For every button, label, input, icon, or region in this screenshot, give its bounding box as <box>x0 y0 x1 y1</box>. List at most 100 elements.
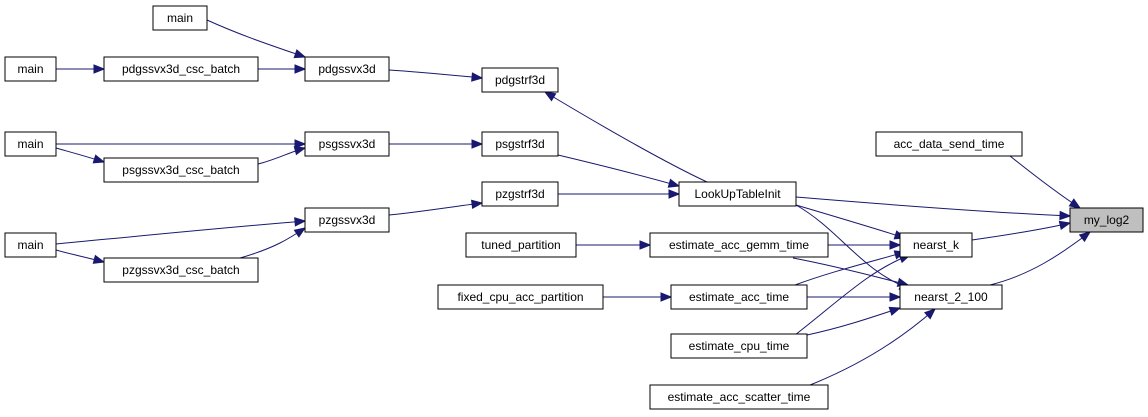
edge-psgssvx3d-node-to-psgstrf3d-node <box>389 139 484 149</box>
node-label: main <box>17 137 43 151</box>
node-label: pdgssvx3d <box>318 62 375 76</box>
edge-nearst-2-100-node-to-my-log2-node <box>989 231 1092 286</box>
edge-main-node-4-to-pzgssvx3d-csc-batch-node <box>55 249 106 264</box>
pdgssvx3d-csc-batch-node[interactable]: pdgssvx3d_csc_batch <box>103 56 259 82</box>
edge-line <box>388 69 483 79</box>
node-box <box>481 131 559 157</box>
arrowhead <box>889 292 902 302</box>
estimate-acc-gemm-time-node[interactable]: estimate_acc_gemm_time <box>649 232 829 258</box>
edge-acc-data-send-time-node-to-my-log2-node <box>1009 155 1082 209</box>
edge-estimate-cpu-time-node-to-nearst-2-100-node <box>806 306 902 336</box>
pdgssvx3d-node[interactable]: pdgssvx3d <box>304 56 390 82</box>
edge-main-node-2-to-pdgssvx3d-csc-batch-node <box>56 64 106 74</box>
edge-pdgssvx3d-node-to-pdgstrf3d-node <box>388 69 484 82</box>
edge-pzgssvx3d-node-to-pzgstrf3d-node <box>388 199 484 216</box>
arrowhead <box>293 146 307 156</box>
node-box <box>4 232 57 258</box>
pzgssvx3d-node[interactable]: pzgssvx3d <box>304 207 390 233</box>
nearst-2-100-node[interactable]: nearst_2_100 <box>899 284 1003 310</box>
edge-line <box>55 220 306 245</box>
node-label: pdgstrf3d <box>495 73 545 87</box>
edge-estimate-acc-scatter-time-node-to-nearst-2-100-node <box>809 308 937 386</box>
node-label: acc_data_send_time <box>894 137 1005 151</box>
pzgssvx3d-csc-batch-node[interactable]: pzgssvx3d_csc_batch <box>103 257 259 283</box>
node-label: pdgssvx3d_csc_batch <box>122 62 240 76</box>
arrowhead <box>294 217 307 227</box>
psgssvx3d-csc-batch-node[interactable]: psgssvx3d_csc_batch <box>103 157 259 183</box>
arrowhead <box>93 64 106 74</box>
edge-line <box>544 91 708 183</box>
edge-tuned-partition-node-to-estimate-acc-gemm-time-node <box>576 240 652 250</box>
estimate-cpu-time-node[interactable]: estimate_cpu_time <box>670 333 808 359</box>
arrowhead <box>1058 220 1072 231</box>
arrowhead <box>668 189 681 199</box>
arrowhead <box>471 72 484 82</box>
node-box <box>899 284 1003 310</box>
node-box <box>4 56 57 82</box>
edge-pdgssvx3d-csc-batch-node-to-pdgssvx3d-node <box>258 64 307 74</box>
node-label: estimate_acc_gemm_time <box>669 238 809 252</box>
node-label: LookUpTableInit <box>694 187 781 201</box>
node-label: main <box>17 238 43 252</box>
node-label: psgstrf3d <box>495 137 544 151</box>
node-label: pzgstrf3d <box>495 187 544 201</box>
node-label: nearst_k <box>913 238 960 252</box>
fixed-cpu-acc-partition-node[interactable]: fixed_cpu_acc_partition <box>437 284 604 310</box>
edge-line <box>557 154 680 187</box>
edge-line <box>794 254 911 336</box>
edge-fixed-cpu-acc-partition-node-to-estimate-acc-time-node <box>603 292 673 302</box>
node-label: tuned_partition <box>481 238 560 252</box>
estimate-acc-scatter-time-node[interactable]: estimate_acc_scatter_time <box>649 384 829 410</box>
edge-line <box>206 19 306 58</box>
arrowhead <box>470 199 484 210</box>
edge-main-node-1-to-pdgssvx3d-node <box>206 19 307 59</box>
arrowhead <box>667 178 681 188</box>
psgssvx3d-node[interactable]: psgssvx3d <box>304 131 390 157</box>
edge-main-node-3-to-psgssvx3d-csc-batch-node <box>55 147 106 164</box>
psgstrf3d-node[interactable]: psgstrf3d <box>481 131 559 157</box>
edge-line <box>792 257 909 286</box>
pzgstrf3d-node[interactable]: pzgstrf3d <box>481 181 559 207</box>
arrowhead <box>543 91 557 102</box>
arrowhead <box>660 292 673 302</box>
node-label: estimate_acc_scatter_time <box>668 390 811 404</box>
node-box <box>304 131 390 157</box>
node-label: pzgssvx3d_csc_batch <box>122 263 239 277</box>
edge-line <box>971 222 1071 241</box>
edge-line <box>795 196 1071 217</box>
node-label: nearst_2_100 <box>914 290 988 304</box>
main-node-2[interactable]: main <box>4 56 57 82</box>
arrowhead <box>888 306 902 316</box>
node-box <box>304 207 390 233</box>
lookuptableinit-node[interactable]: LookUpTableInit <box>678 181 797 207</box>
edge-line <box>388 202 483 216</box>
main-node-3[interactable]: main <box>4 131 57 157</box>
nearst-k-node[interactable]: nearst_k <box>899 232 973 258</box>
node-label: estimate_cpu_time <box>689 339 790 353</box>
tuned-partition-node[interactable]: tuned_partition <box>465 232 577 258</box>
estimate-acc-time-node[interactable]: estimate_acc_time <box>670 284 808 310</box>
edge-pzgstrf3d-node-to-lookuptableinit-node <box>558 189 681 199</box>
call-edges <box>55 19 1092 386</box>
main-node-1[interactable]: main <box>152 5 208 31</box>
arrowhead <box>294 64 307 74</box>
node-box <box>899 232 973 258</box>
node-label: psgssvx3d <box>319 137 376 151</box>
pdgstrf3d-node[interactable]: pdgstrf3d <box>481 67 559 93</box>
node-box <box>649 384 829 410</box>
node-label: pzgssvx3d <box>319 213 376 227</box>
node-box <box>1069 207 1144 233</box>
main-node-4[interactable]: main <box>4 232 57 258</box>
arrowhead <box>92 154 106 164</box>
edge-estimate-acc-gemm-time-node-to-nearst-2-100-node <box>792 257 910 287</box>
node-box <box>678 181 797 207</box>
acc-data-send-time-node[interactable]: acc_data_send_time <box>875 131 1023 157</box>
arrowhead <box>1059 210 1072 221</box>
call-graph-nodes: main main pdgssvx3d_csc_batch pdgssvx3d pdgs… <box>4 5 1144 410</box>
my-log2-node[interactable]: my_log2 <box>1069 207 1144 233</box>
node-box <box>437 284 604 310</box>
node-label: estimate_acc_time <box>689 290 789 304</box>
node-box <box>481 67 559 93</box>
arrowhead <box>1068 198 1082 209</box>
